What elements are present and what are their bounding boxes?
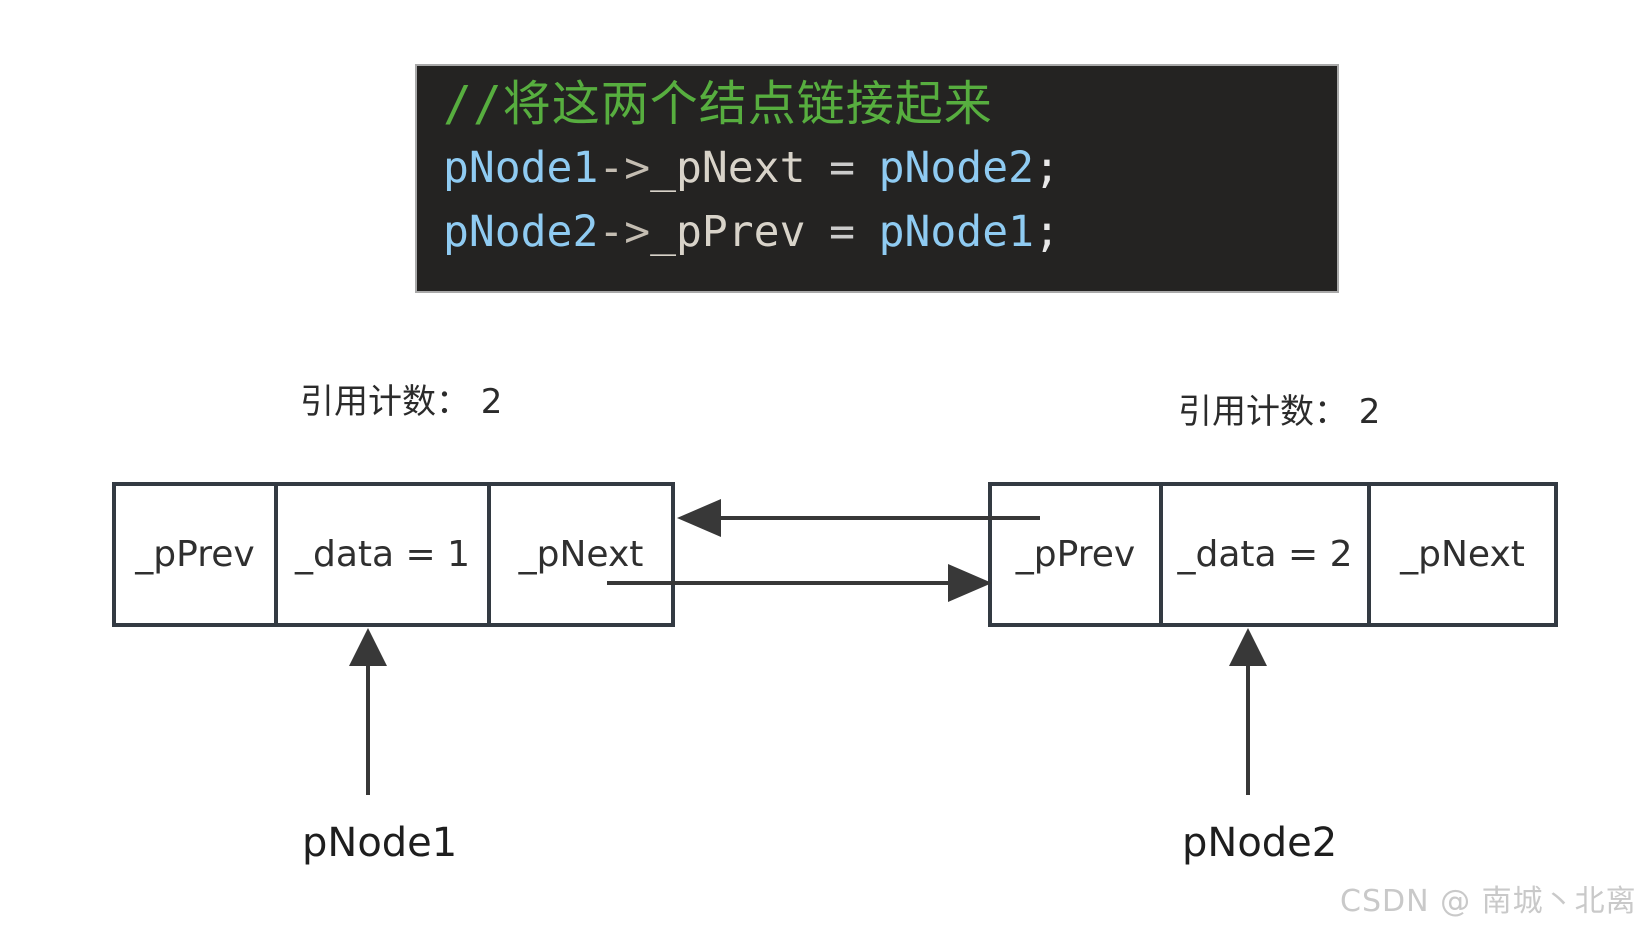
next-pointer-arrowhead-icon — [948, 564, 992, 602]
code-token: ; — [1033, 207, 1060, 257]
code-token: -> — [598, 207, 651, 257]
pnode1-pointer-arrowhead-icon — [349, 628, 387, 666]
node2-data-cell: _data = 2 — [1163, 486, 1371, 623]
node2-pnext-cell: _pNext — [1400, 534, 1525, 575]
code-token: pNode2 — [443, 207, 599, 257]
pnode2-pointer-arrowhead-icon — [1229, 628, 1267, 666]
csdn-watermark: CSDN @ 南城丶北离 — [1340, 884, 1637, 919]
code-token: = — [829, 207, 855, 257]
node1-pprev-cell: _pPrev — [116, 486, 278, 623]
code-token: pNode1 — [443, 143, 599, 193]
code-token: _pNext — [650, 143, 806, 193]
next-pointer-arrow-line — [607, 581, 952, 585]
ref-count-label-node2: 引用计数： 2 — [1178, 392, 1381, 432]
pnode1-pointer-arrow-line — [366, 662, 370, 795]
pnode2-pointer-arrow-line — [1246, 662, 1250, 795]
node1-pnext-cell: _pNext — [518, 534, 644, 575]
code-line-2: pNode2->_pPrev = pNode1; — [443, 200, 1337, 264]
code-token: pNode1 — [878, 207, 1034, 257]
pnode2-label: pNode2 — [1182, 820, 1338, 866]
code-line-1: pNode1->_pNext = pNode2; — [443, 136, 1337, 200]
node2-box: _pPrev _data = 2 _pNext — [988, 482, 1558, 627]
code-comment-line: //将这两个结点链接起来 — [443, 76, 993, 132]
code-token: ; — [1033, 143, 1060, 193]
code-token: _pPrev — [650, 207, 806, 257]
code-token: -> — [598, 143, 651, 193]
code-token: = — [829, 143, 855, 193]
prev-pointer-arrow-line — [700, 516, 1040, 520]
code-token: pNode2 — [878, 143, 1034, 193]
prev-pointer-arrowhead-icon — [677, 499, 721, 537]
code-snippet-block: //将这两个结点链接起来 pNode1->_pNext=pNode2; pNod… — [415, 64, 1339, 293]
node1-data-cell: _data = 1 — [278, 486, 491, 623]
ref-count-label-node1: 引用计数： 2 — [300, 382, 503, 422]
node2-pprev-cell: _pPrev — [992, 486, 1163, 623]
node1-box: _pPrev _data = 1 _pNext — [112, 482, 675, 627]
pnode1-label: pNode1 — [302, 820, 458, 866]
